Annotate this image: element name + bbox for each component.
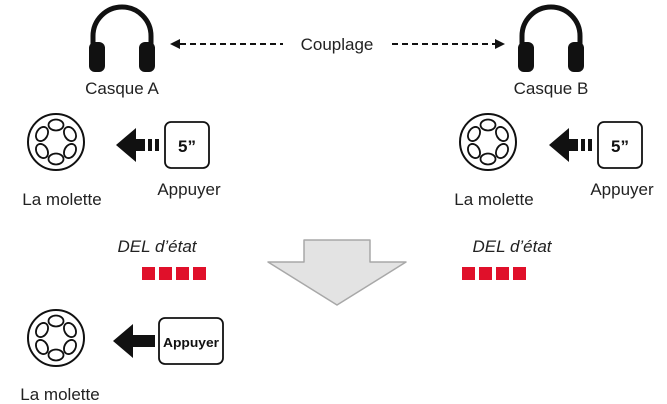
led-b-label: DEL d’état (472, 237, 552, 256)
status-a-led-1 (142, 267, 155, 280)
status-a-led-2 (159, 267, 172, 280)
jog-dial-icon-b (459, 113, 517, 171)
jog-dial-icon-a (27, 113, 85, 171)
button-press-final-text: Appuyer (163, 336, 219, 350)
jog-dial-icon-final (27, 309, 85, 367)
button-5s-a: 5” (164, 121, 210, 169)
status-b-led-4 (513, 267, 526, 280)
coupling-label: Couplage (301, 35, 374, 54)
push-arrow-icon-final (113, 324, 155, 358)
coupling-arrow (170, 39, 505, 49)
status-a-led-4 (193, 267, 206, 280)
wheel-a-label: La molette (22, 190, 101, 209)
button-5s-b-text: 5” (611, 137, 629, 156)
status-led-group-a (142, 267, 206, 280)
wheel-final-label: La molette (20, 385, 99, 404)
down-arrow-icon (267, 239, 407, 306)
button-5s-a-text: 5” (178, 137, 196, 156)
button-press-final: Appuyer (158, 317, 224, 365)
headset-b-name: Casque B (514, 79, 589, 98)
headphones-icon-b (518, 7, 584, 72)
led-a-label: DEL d’état (117, 237, 197, 256)
push-arrow-icon-a (116, 128, 159, 162)
status-a-led-3 (176, 267, 189, 280)
press-b-label: Appuyer (590, 180, 654, 199)
wheel-b-label: La molette (454, 190, 533, 209)
press-a-label: Appuyer (157, 180, 221, 199)
status-b-led-3 (496, 267, 509, 280)
headset-a-name: Casque A (85, 79, 159, 98)
headphones-icon-a (89, 7, 155, 72)
status-b-led-2 (479, 267, 492, 280)
status-led-group-b (462, 267, 526, 280)
status-b-led-1 (462, 267, 475, 280)
push-arrow-icon-b (549, 128, 592, 162)
button-5s-b: 5” (597, 121, 643, 169)
